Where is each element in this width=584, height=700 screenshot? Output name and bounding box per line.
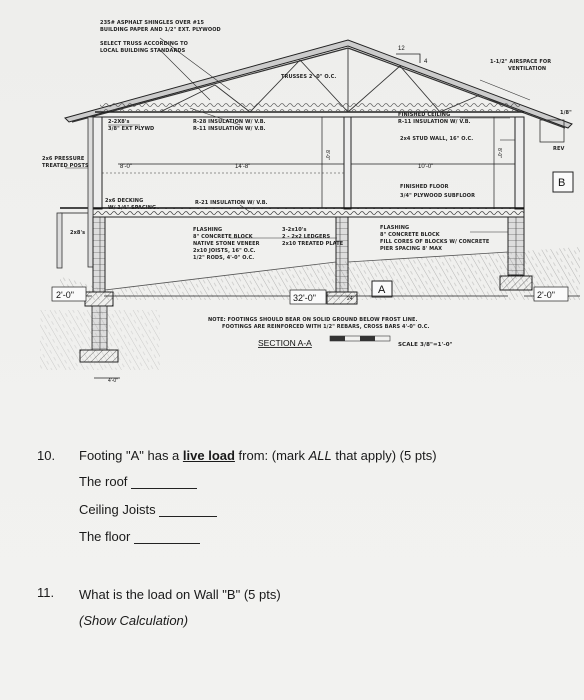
label-beam-2: 2 - 2x2 LEDGERS (282, 234, 330, 240)
label-decking-spacing: W/ 1/4" SPACING (108, 205, 156, 211)
label-stud-top: 2-2X8's (108, 119, 130, 125)
label-beam-3: 2x10 TREATED PLATE (282, 241, 344, 247)
label-insulation-floor: R-21 INSULATION W/ V.B. (195, 200, 268, 206)
label-trusses-select: SELECT TRUSS ACCORDING TO (100, 41, 188, 47)
question-11-sub: (Show Calculation) (79, 613, 189, 628)
label-cores-r: FILL CORES OF BLOCKS W/ CONCRETE (380, 239, 490, 245)
section-title: SECTION A-A (258, 338, 312, 348)
label-b: B (558, 177, 565, 189)
scale-label: SCALE 3/8"=1'-0" (398, 342, 453, 348)
label-finished-ceiling: FINISHED CEILING (398, 112, 450, 118)
note-line-2: FOOTINGS ARE REINFORCED WITH 1/2" REBARS… (222, 324, 430, 330)
porch-posts (56, 116, 94, 269)
label-joists: 2x10 JOISTS, 16" O.C. (193, 248, 256, 254)
label-flashing: FLASHING (193, 227, 222, 233)
label-beam-1: 3-2x10's (282, 227, 307, 233)
dim-mid: 14'-8" (235, 164, 250, 170)
q10-option-ceiling: Ceiling Joists (79, 502, 218, 517)
label-trusses: TRUSSES 2'-0" O.C. (281, 74, 336, 80)
section-drawing: 235# ASPHALT SHINGLES OVER #15 BUILDING … (40, 20, 580, 384)
note-line-1: NOTE: FOOTINGS SHOULD BEAR ON SOLID GROU… (208, 317, 418, 323)
corner-label: 1/8" (560, 110, 572, 116)
scale-bar (329, 335, 391, 342)
label-stone-veneer: NATIVE STONE VENEER (193, 241, 260, 247)
dimensions (51, 117, 580, 379)
question-11-number: 11. (37, 585, 55, 600)
footing-a-marker (371, 280, 393, 298)
label-pitch-run: 12 (398, 46, 405, 52)
dim-span: 32'-0" (293, 293, 316, 303)
q10-option-floor-label: The floor (79, 529, 131, 544)
label-stud-wall: 2x4 STUD WALL, 16" O.C. (400, 136, 473, 142)
question-10-text: Footing "A" has a live load from: (mark … (79, 448, 437, 463)
wall-height-right: 8'-0" (496, 148, 502, 158)
q10-option-ceiling-blank[interactable] (159, 504, 218, 517)
dim-right: 10'-0" (418, 164, 433, 170)
label-joist: 2x8's (70, 230, 85, 236)
label-insulation-top2: R-11 INSULATION W/ V.B. (193, 126, 266, 132)
question-10-number: 10. (37, 448, 56, 463)
q10-option-floor-blank[interactable] (133, 531, 200, 544)
foundation (40, 216, 580, 370)
label-subfloor: 3/4" PLYWOOD SUBFLOOR (400, 193, 475, 199)
label-finished-floor: FINISHED FLOOR (400, 184, 449, 190)
label-pressure: 2x6 PRESSURE (42, 156, 85, 162)
question-11-text: What is the load on Wall "B" (5 pts) (79, 587, 281, 602)
rev-label: REV (553, 146, 564, 152)
q10-option-roof: The roof (79, 474, 198, 489)
label-conc-block-r: 8" CONCRETE BLOCK (380, 232, 441, 238)
leader-lines (65, 37, 531, 239)
q10-text-after: from: (mark (234, 448, 309, 463)
label-pier-r: PIER SPACING 8' MAX (380, 246, 442, 252)
label-local-std: LOCAL BUILDING STANDARDS (100, 48, 186, 54)
dim-left: 8'-0" (120, 164, 132, 170)
label-airspace: 1-1/2" AIRSPACE FOR (490, 59, 551, 65)
label-paper: BUILDING PAPER AND 1/2" EXT. PLYWOOD (100, 27, 221, 33)
dim-center: 24' (347, 296, 354, 302)
q10-option-roof-blank[interactable] (131, 476, 198, 489)
roof (64, 39, 573, 129)
dim-right-ground: 2'-0" (537, 290, 555, 300)
label-insulation-top: R-28 INSULATION W/ V.B. (193, 119, 266, 125)
label-flashing-r: FLASHING (380, 225, 409, 231)
label-rods: 1/2" RODS, 4'-0" O.C. (193, 255, 254, 261)
q10-text-before: Footing "A" has a (79, 448, 183, 463)
label-pitch-rise: 4 (424, 59, 428, 65)
label-ventilation: VENTILATION (508, 66, 546, 72)
label-decking: 2x6 DECKING (105, 198, 143, 204)
label-ext-plywood: 3/8" EXT PLYWD (108, 126, 154, 132)
q10-all: ALL (308, 448, 332, 463)
q10-option-ceiling-label: Ceiling Joists (79, 502, 156, 517)
q10-text-end: that apply) (5 pts) (331, 448, 437, 463)
dim-depth: 4'-0" (108, 378, 118, 384)
q10-live-load: live load (182, 448, 235, 463)
label-a: A (378, 284, 386, 296)
label-treated-posts: TREATED POSTS (42, 163, 89, 169)
q10-option-floor: The floor (79, 529, 200, 544)
label-shingles: 235# ASPHALT SHINGLES OVER #15 (100, 20, 205, 26)
q10-option-roof-label: The roof (79, 474, 128, 489)
label-conc-block: 8" CONCRETE BLOCK (193, 234, 254, 240)
wall-height-left: 8'-0" (324, 150, 330, 160)
label-insulation-right: R-11 INSULATION W/ V.B. (398, 119, 471, 125)
dim-left-ground: 2'-0" (56, 290, 74, 300)
